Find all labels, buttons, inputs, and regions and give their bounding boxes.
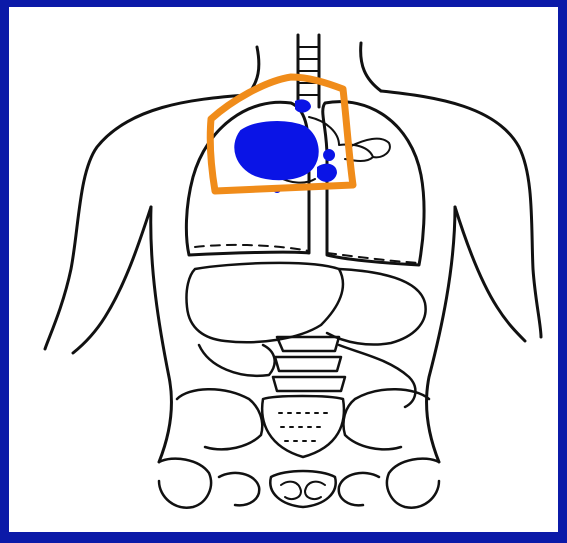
sacrum-dots: [279, 413, 327, 441]
intestine-left: [199, 345, 275, 376]
right-arm-inner: [455, 207, 525, 341]
pelvis-right-wing: [343, 389, 429, 449]
liver: [186, 263, 342, 342]
right-torso-side: [427, 207, 455, 462]
highlighted-region: [210, 77, 353, 193]
lesion-small-right: [317, 164, 337, 182]
intestine-right: [339, 345, 415, 407]
pelvis-left-wing: [177, 389, 262, 449]
right-shoulder: [381, 91, 541, 337]
right-hip: [387, 459, 439, 508]
lesion-dot-a: [323, 149, 335, 161]
neck-right: [361, 43, 381, 91]
spine-vertebrae: [273, 337, 345, 391]
inner-pubis-left: [281, 482, 301, 499]
trachea-rings: [298, 47, 319, 95]
sacrum: [262, 396, 344, 457]
right-femur-head: [339, 473, 379, 505]
bronchus-right: [349, 139, 390, 158]
left-arm-inner: [73, 207, 151, 353]
pubic-symphysis: [270, 471, 335, 507]
inner-pubis-right: [305, 482, 325, 499]
left-femur-head: [219, 473, 259, 505]
lesion-small-top: [295, 99, 311, 112]
lesion-main: [235, 122, 317, 179]
torso-anatomy-diagram: [9, 7, 558, 532]
diagram-panel: [9, 7, 558, 532]
left-torso-side: [151, 207, 172, 462]
left-hip: [159, 459, 211, 508]
